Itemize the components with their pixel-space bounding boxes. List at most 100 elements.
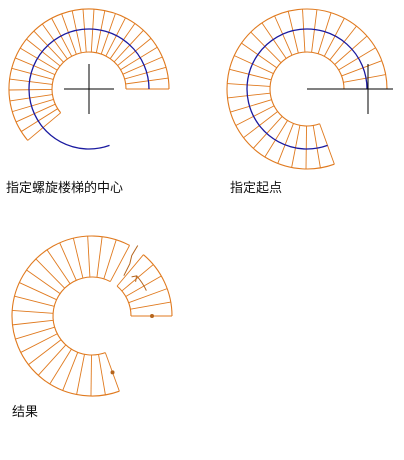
caption-specify-start: 指定起点	[230, 181, 283, 196]
stair-tread	[116, 254, 144, 287]
stair-tread	[12, 319, 54, 326]
stair-tread	[76, 354, 85, 395]
stair-tread	[125, 275, 162, 297]
stair-tread	[235, 105, 275, 126]
stair-tread	[250, 31, 282, 63]
stair-tread	[334, 35, 368, 65]
stair-tread	[26, 269, 61, 294]
stair-tread	[252, 116, 283, 149]
stair-tread	[227, 83, 271, 87]
direction-arrow	[136, 275, 147, 291]
stair-tread	[227, 92, 271, 99]
stair-tread	[121, 264, 154, 292]
stair-tread	[122, 56, 163, 75]
stair-tread	[109, 23, 136, 59]
stair-tread	[317, 12, 332, 54]
stair-tread	[15, 103, 56, 123]
stair-tread	[90, 354, 92, 396]
panel-center-step	[8, 8, 170, 150]
end-point-dot	[110, 370, 115, 375]
stair-tread	[19, 47, 58, 71]
stair-tread	[15, 326, 55, 340]
stair-tread	[41, 23, 68, 60]
stair-tread	[11, 67, 54, 80]
stair-tread	[14, 295, 55, 307]
stair-tread	[9, 78, 53, 85]
stair-tread	[329, 25, 357, 61]
stair-tread	[21, 108, 58, 132]
stair-inner-edge	[51, 51, 127, 114]
stair-tread	[120, 46, 158, 71]
stair-tread	[49, 348, 72, 385]
stair-tread	[12, 309, 54, 314]
stair-tread	[261, 22, 287, 59]
stair-tread	[128, 288, 168, 304]
caption-specify-center: 指定螺旋楼梯的中心	[6, 181, 124, 196]
stair-tread	[51, 18, 73, 57]
stair-tread	[96, 236, 103, 278]
stair-tread	[61, 13, 77, 55]
stair-tread	[125, 77, 169, 85]
stair-tread	[19, 282, 57, 301]
stair-tread	[264, 120, 288, 158]
stair-tread	[343, 74, 386, 83]
stair-tread	[20, 333, 58, 353]
stair-tread	[87, 236, 91, 278]
stair-tread	[26, 38, 61, 67]
start-point-dot	[150, 314, 154, 318]
stair-tread	[12, 99, 54, 113]
stair-tread	[37, 344, 67, 376]
stair-tread	[90, 9, 95, 53]
stair-tread	[117, 37, 152, 66]
panel-start-step	[226, 8, 393, 170]
stair-inner-edge	[269, 51, 345, 127]
stair-tread	[46, 249, 71, 284]
stair-tread	[95, 10, 106, 53]
walk-path-line	[28, 28, 150, 150]
arrow-head	[131, 275, 138, 282]
stair-tread	[35, 258, 65, 289]
stair-tread	[234, 55, 274, 74]
stair-tread	[274, 15, 293, 56]
stair-tread	[103, 239, 117, 279]
stair-tread	[229, 68, 272, 81]
stair-tread	[277, 123, 294, 164]
stair-tread	[109, 245, 130, 282]
stair-inner-edge	[116, 285, 132, 317]
stair-tread	[113, 30, 144, 63]
stair-tread	[15, 57, 56, 76]
stair-tread	[241, 42, 277, 69]
stair-tread	[82, 9, 87, 53]
stair-tread	[28, 339, 62, 366]
stair-tread	[311, 9, 318, 53]
stair-tread	[291, 125, 301, 168]
stair-tread	[27, 112, 61, 141]
stair-tread	[59, 242, 77, 281]
stair-tread	[105, 17, 126, 57]
stair-tread	[98, 354, 106, 395]
break-line	[123, 245, 139, 276]
stair-tread	[230, 99, 272, 113]
stair-tread	[312, 125, 321, 168]
panel-result-plan	[11, 235, 173, 397]
stair-outer-edge	[143, 254, 173, 317]
stair-tread	[72, 238, 84, 279]
stair-tread	[100, 13, 116, 55]
stair-tread	[62, 352, 79, 391]
stair-tread	[130, 301, 171, 310]
stair-tread	[9, 94, 53, 102]
stair-tread	[319, 123, 335, 165]
stair-tread	[243, 111, 278, 139]
stair-tread	[287, 11, 299, 54]
stair-tread	[305, 125, 307, 169]
stair-tread	[341, 60, 382, 77]
stair-tread	[323, 18, 345, 57]
stair-tread	[9, 89, 53, 91]
stair-tread	[71, 10, 82, 53]
stair-inner-edge	[52, 276, 111, 356]
caption-result: 结果	[12, 405, 39, 420]
walk-path-line	[246, 28, 368, 150]
stair-tread	[33, 30, 64, 63]
stair-tread	[338, 47, 376, 71]
